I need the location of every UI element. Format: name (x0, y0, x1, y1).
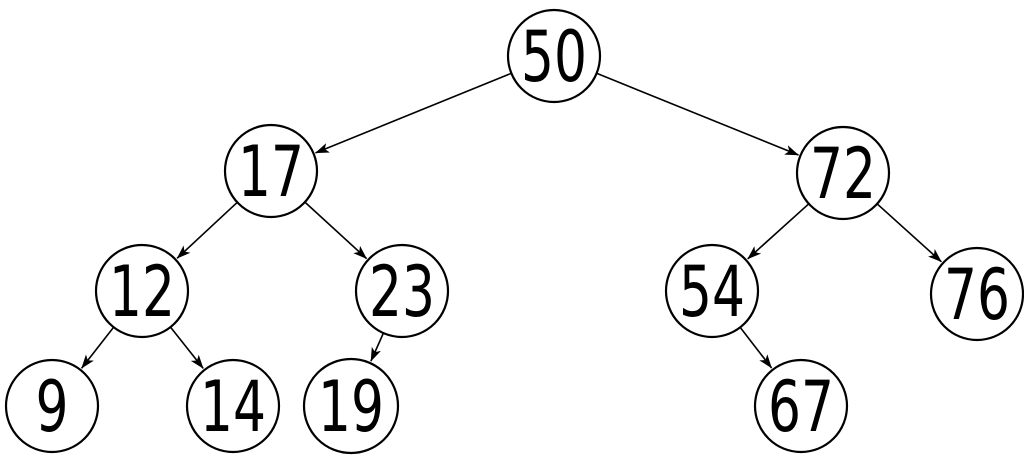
node-label-50: 50 (521, 16, 587, 98)
edge-17-12 (176, 201, 238, 259)
node-label-67: 67 (768, 366, 834, 448)
node-circle-67 (753, 358, 849, 454)
node-circle-54 (664, 243, 760, 339)
node-circle-19 (302, 357, 400, 455)
node-circle-9 (4, 358, 100, 454)
edge-12-14 (169, 326, 204, 369)
edges-layer (80, 72, 942, 369)
node-label-17: 17 (238, 131, 304, 213)
edge-72-76 (876, 203, 942, 263)
edge-17-23 (304, 201, 368, 260)
node-circle-14 (185, 358, 281, 454)
node-label-76: 76 (944, 254, 1010, 336)
tree-node-23: 23 (354, 243, 450, 339)
tree-node-54: 54 (664, 243, 760, 339)
edge-12-9 (80, 326, 115, 369)
node-circle-17 (223, 123, 319, 219)
node-label-12: 12 (109, 251, 175, 333)
node-label-19: 19 (318, 366, 384, 448)
tree-node-17: 17 (223, 123, 319, 219)
nodes-layer: 50 17 72 12 23 54 76 9 14 19 67 (4, 8, 1024, 455)
node-circle-50 (506, 8, 602, 104)
tree-node-72: 72 (795, 125, 891, 221)
tree-node-19: 19 (302, 357, 400, 455)
node-label-14: 14 (200, 366, 266, 448)
edge-50-72 (596, 72, 799, 156)
node-circle-12 (94, 243, 190, 339)
tree-node-14: 14 (185, 358, 281, 454)
node-label-9: 9 (36, 366, 69, 448)
node-circle-76 (929, 246, 1024, 342)
edge-72-54 (747, 203, 810, 260)
tree-node-50: 50 (506, 8, 602, 104)
tree-node-9: 9 (4, 358, 100, 454)
node-circle-72 (795, 125, 891, 221)
edge-23-19 (370, 332, 385, 362)
node-label-54: 54 (679, 251, 745, 333)
edge-54-67 (739, 326, 773, 369)
node-circle-23 (354, 243, 450, 339)
node-label-23: 23 (369, 251, 435, 333)
edge-50-17 (315, 72, 512, 154)
tree-node-67: 67 (753, 358, 849, 454)
tree-node-76: 76 (929, 246, 1024, 342)
node-label-72: 72 (810, 133, 876, 215)
tree-node-12: 12 (94, 243, 190, 339)
